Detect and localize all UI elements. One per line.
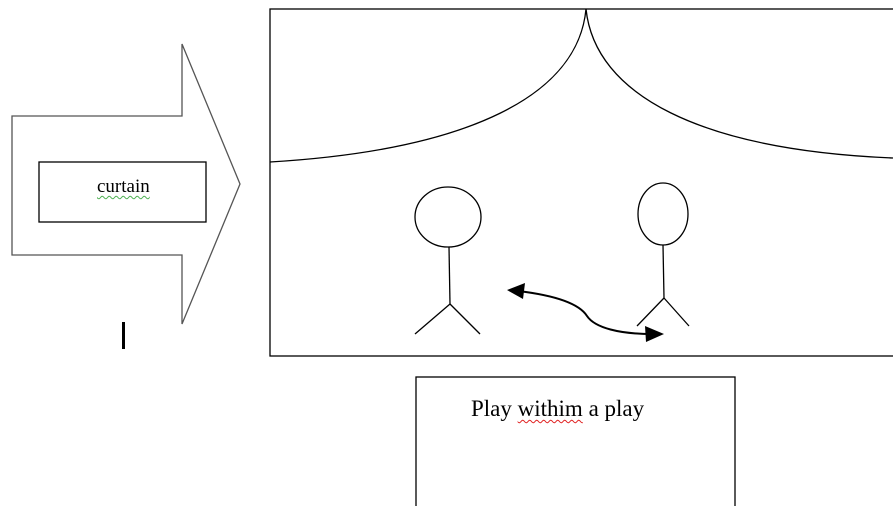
left-figure-head — [414, 186, 482, 248]
curtain-label-box — [38, 161, 207, 223]
curtain-label: curtain — [97, 176, 150, 198]
play-label-misspelled-word: withim — [517, 396, 583, 421]
play-label-box — [415, 376, 736, 506]
left-curtain-drape — [269, 8, 587, 163]
interaction-arrow-line — [517, 290, 653, 335]
play-label: Play withim a play — [471, 396, 644, 422]
interaction-arrowhead-left — [507, 283, 525, 299]
right-curtain-drape — [585, 8, 893, 159]
curtain-label-text: curtain — [97, 176, 150, 197]
left-stick-figure — [414, 186, 482, 335]
stage-frame — [269, 8, 893, 357]
right-stick-figure — [636, 182, 690, 327]
play-label-prefix: Play — [471, 396, 518, 421]
play-label-suffix: a play — [582, 396, 645, 421]
text-cursor-mark — [122, 322, 125, 349]
interaction-arrowhead-right — [645, 326, 664, 342]
